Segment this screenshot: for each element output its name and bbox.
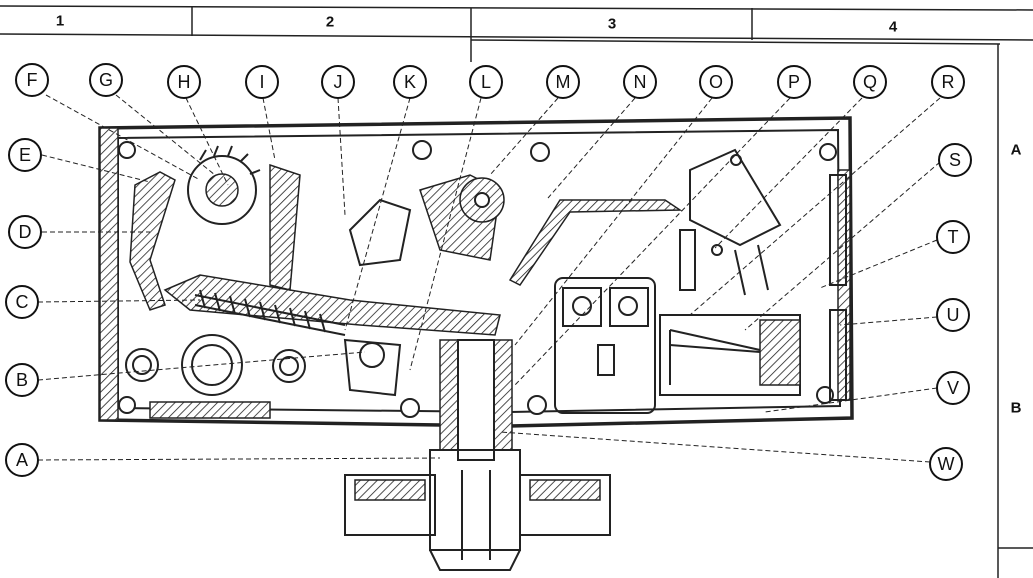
- callout-j: J: [321, 65, 355, 99]
- callout-q: Q: [853, 65, 887, 99]
- svg-text:F: F: [27, 70, 38, 90]
- svg-text:C: C: [16, 292, 29, 312]
- svg-text:M: M: [556, 72, 571, 92]
- svg-text:L: L: [481, 72, 491, 92]
- center-shaft: [344, 339, 611, 571]
- callout-l: L: [469, 65, 503, 99]
- zone-label-side-a: A: [1011, 142, 1022, 159]
- svg-text:T: T: [948, 227, 959, 247]
- svg-text:U: U: [947, 305, 960, 325]
- leader-lines: [37, 94, 941, 463]
- callout-c: C: [5, 285, 39, 319]
- callout-m: M: [546, 65, 580, 99]
- left-mechanism: [125, 145, 505, 397]
- svg-text:R: R: [942, 72, 955, 92]
- svg-text:W: W: [938, 454, 955, 474]
- callouts: A B C D E F G H I J K L M N O P Q R S T …: [5, 63, 972, 481]
- svg-text:D: D: [19, 222, 32, 242]
- callout-k: K: [393, 65, 427, 99]
- callout-e: E: [8, 138, 42, 172]
- drawing-frame: [0, 5, 1033, 578]
- svg-text:K: K: [404, 72, 416, 92]
- svg-text:E: E: [19, 145, 31, 165]
- callout-n: N: [623, 65, 657, 99]
- callout-a: A: [5, 443, 39, 477]
- svg-text:I: I: [259, 72, 264, 92]
- callout-t: T: [936, 220, 970, 254]
- callout-b: B: [5, 363, 39, 397]
- callout-i: I: [245, 65, 279, 99]
- svg-text:O: O: [709, 72, 723, 92]
- callout-g: G: [89, 63, 123, 97]
- callout-w: W: [929, 447, 963, 481]
- svg-text:N: N: [634, 72, 647, 92]
- callout-p: P: [777, 65, 811, 99]
- svg-text:J: J: [334, 72, 343, 92]
- callout-u: U: [936, 298, 970, 332]
- zone-label-top-2: 2: [326, 14, 334, 31]
- svg-text:G: G: [99, 70, 113, 90]
- svg-text:H: H: [178, 72, 191, 92]
- callout-o: O: [699, 65, 733, 99]
- callout-f: F: [15, 63, 49, 97]
- svg-text:B: B: [16, 370, 28, 390]
- callout-v: V: [936, 371, 970, 405]
- svg-text:P: P: [788, 72, 800, 92]
- zone-label-top-3: 3: [608, 16, 616, 33]
- zone-label-top-1: 1: [56, 13, 64, 30]
- svg-text:S: S: [949, 150, 961, 170]
- zone-label-top-4: 4: [889, 19, 898, 36]
- zone-label-side-b: B: [1011, 400, 1022, 417]
- callout-s: S: [938, 143, 972, 177]
- svg-text:V: V: [947, 378, 959, 398]
- right-mechanism: [508, 148, 847, 414]
- callout-d: D: [8, 215, 42, 249]
- svg-text:A: A: [16, 450, 28, 470]
- callout-h: H: [167, 65, 201, 99]
- callout-r: R: [931, 65, 965, 99]
- svg-text:Q: Q: [863, 72, 877, 92]
